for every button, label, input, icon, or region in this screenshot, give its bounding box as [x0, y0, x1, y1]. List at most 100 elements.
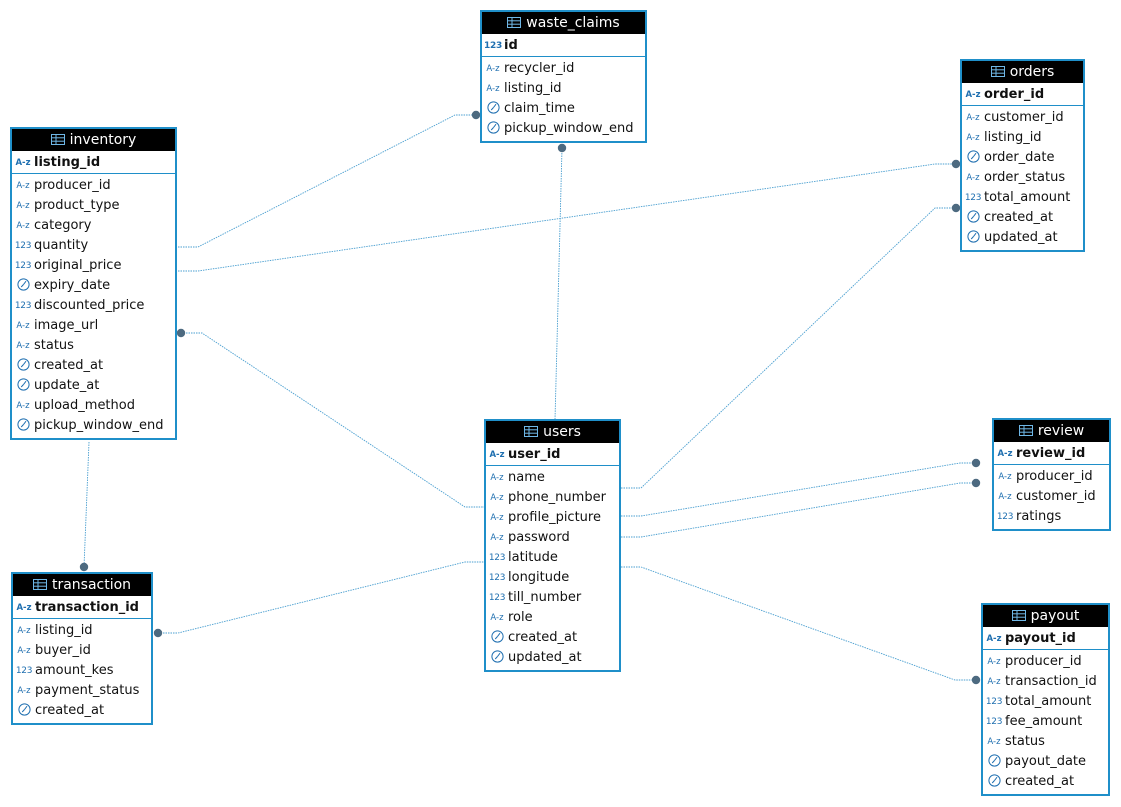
primary-key-name: id [504, 38, 518, 53]
entity-header[interactable]: payout [983, 605, 1108, 627]
field-name: longitude [508, 570, 570, 585]
field-row[interactable]: A-z listing_id [962, 128, 1083, 148]
entity-header[interactable]: transaction [13, 574, 151, 596]
field-row[interactable]: claim_time [482, 99, 645, 119]
table-icon [1011, 610, 1026, 621]
link-inventory-waste-claims [178, 114, 476, 248]
field-row[interactable]: update_at [12, 376, 175, 396]
field-row[interactable]: created_at [12, 356, 175, 376]
field-row[interactable]: order_date [962, 148, 1083, 168]
entity-title: users [543, 424, 581, 440]
entity-header[interactable]: inventory [12, 129, 175, 151]
number-type-icon: 123 [15, 666, 33, 676]
link-end-dot [971, 675, 981, 685]
field-name: updated_at [508, 650, 582, 665]
date-type-icon [964, 208, 982, 228]
field-row[interactable]: created_at [962, 208, 1083, 228]
field-row[interactable]: pickup_window_end [482, 119, 645, 139]
field-name: total_amount [1005, 694, 1092, 709]
field-name: till_number [508, 590, 582, 605]
entity-header[interactable]: orders [962, 61, 1083, 83]
number-type-icon: 123 [488, 573, 506, 583]
table-icon [1018, 425, 1033, 436]
entity-header[interactable]: users [486, 421, 619, 443]
field-row[interactable]: pickup_window_end [12, 416, 175, 436]
field-name: name [508, 470, 545, 485]
field-row[interactable]: updated_at [486, 648, 619, 668]
field-row[interactable]: created_at [486, 628, 619, 648]
field-name: listing_id [984, 130, 1042, 145]
date-type-icon [14, 376, 32, 396]
date-type-icon [14, 356, 32, 376]
link-end-dot [557, 143, 567, 153]
entity-header[interactable]: review [994, 420, 1109, 442]
string-type-icon: A-z [966, 133, 980, 143]
field-name: producer_id [1016, 469, 1093, 484]
string-type-icon: A-z [17, 646, 31, 656]
string-type-icon: A-z [16, 603, 32, 613]
primary-key-name: order_id [984, 87, 1045, 102]
string-type-icon: A-z [490, 493, 504, 503]
field-row[interactable]: created_at [13, 701, 151, 721]
field-row[interactable]: created_at [983, 772, 1108, 792]
field-row[interactable]: updated_at [962, 228, 1083, 248]
entity-header[interactable]: waste_claims [482, 12, 645, 34]
field-name: created_at [34, 358, 104, 373]
field-name: latitude [508, 550, 558, 565]
primary-key-name: user_id [508, 447, 561, 462]
field-row[interactable]: expiry_date [12, 276, 175, 296]
number-type-icon: 123 [488, 593, 506, 603]
field-row[interactable]: payout_date [983, 752, 1108, 772]
link-users-payout [621, 566, 976, 681]
